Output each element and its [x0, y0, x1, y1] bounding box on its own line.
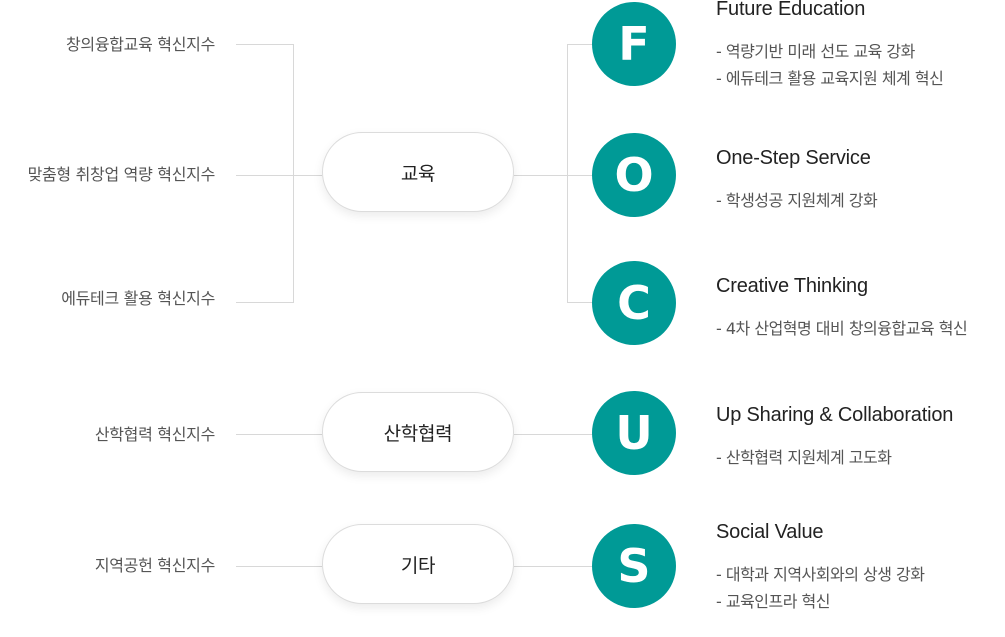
- focus-block-f: Future Education - 역량기반 미래 선도 교육 강화 - 에듀…: [716, 0, 944, 92]
- focus-title: Up Sharing & Collaboration: [716, 404, 954, 426]
- category-pill-education: 교육: [322, 132, 514, 212]
- focus-letter-s: S: [592, 524, 676, 608]
- focus-letter-c: C: [592, 261, 676, 345]
- focus-letter-u: U: [592, 391, 676, 475]
- connector-index-3: [236, 172, 294, 303]
- category-pill-other: 기타: [322, 524, 514, 604]
- focus-item: - 역량기반 미래 선도 교육 강화: [716, 42, 915, 61]
- connector-focus-c: [567, 175, 600, 303]
- focus-block-o: One-Step Service - 학생성공 지원체계 강화: [716, 147, 878, 214]
- index-label: 에듀테크 활용 혁신지수: [61, 289, 215, 308]
- focus-item: - 학생성공 지원체계 강화: [716, 191, 878, 210]
- focus-item: - 대학과 지역사회와의 상생 강화: [716, 565, 925, 584]
- index-label: 맞춤형 취창업 역량 혁신지수: [27, 165, 216, 184]
- category-pill-industry-cooperation: 산학협력: [322, 392, 514, 472]
- focus-title: One-Step Service: [716, 147, 871, 169]
- connector-index-1: [236, 44, 294, 172]
- focus-title: Future Education: [716, 0, 866, 20]
- focus-letter-o: O: [592, 133, 676, 217]
- focus-block-s: Social Value - 대학과 지역사회와의 상생 강화 - 교육인프라 …: [716, 521, 925, 615]
- connector-focus-f: [514, 44, 600, 176]
- index-label: 산학협력 혁신지수: [94, 425, 215, 444]
- focus-item: - 에듀테크 활용 교육지원 체계 혁신: [716, 69, 944, 88]
- index-label: 창의융합교육 혁신지수: [66, 35, 215, 54]
- focus-title: Social Value: [716, 521, 824, 543]
- focus-letter-f: F: [592, 2, 676, 86]
- focus-block-c: Creative Thinking - 4차 산업혁명 대비 창의융합교육 혁신: [716, 275, 968, 342]
- index-label: 지역공헌 혁신지수: [94, 556, 215, 575]
- focus-title: Creative Thinking: [716, 275, 868, 297]
- focus-item: - 산학협력 지원체계 고도화: [716, 448, 892, 467]
- focus-block-u: Up Sharing & Collaboration - 산학협력 지원체계 고…: [716, 404, 953, 471]
- focus-item: - 교육인프라 혁신: [716, 592, 831, 611]
- focus-item: - 4차 산업혁명 대비 창의융합교육 혁신: [716, 319, 968, 338]
